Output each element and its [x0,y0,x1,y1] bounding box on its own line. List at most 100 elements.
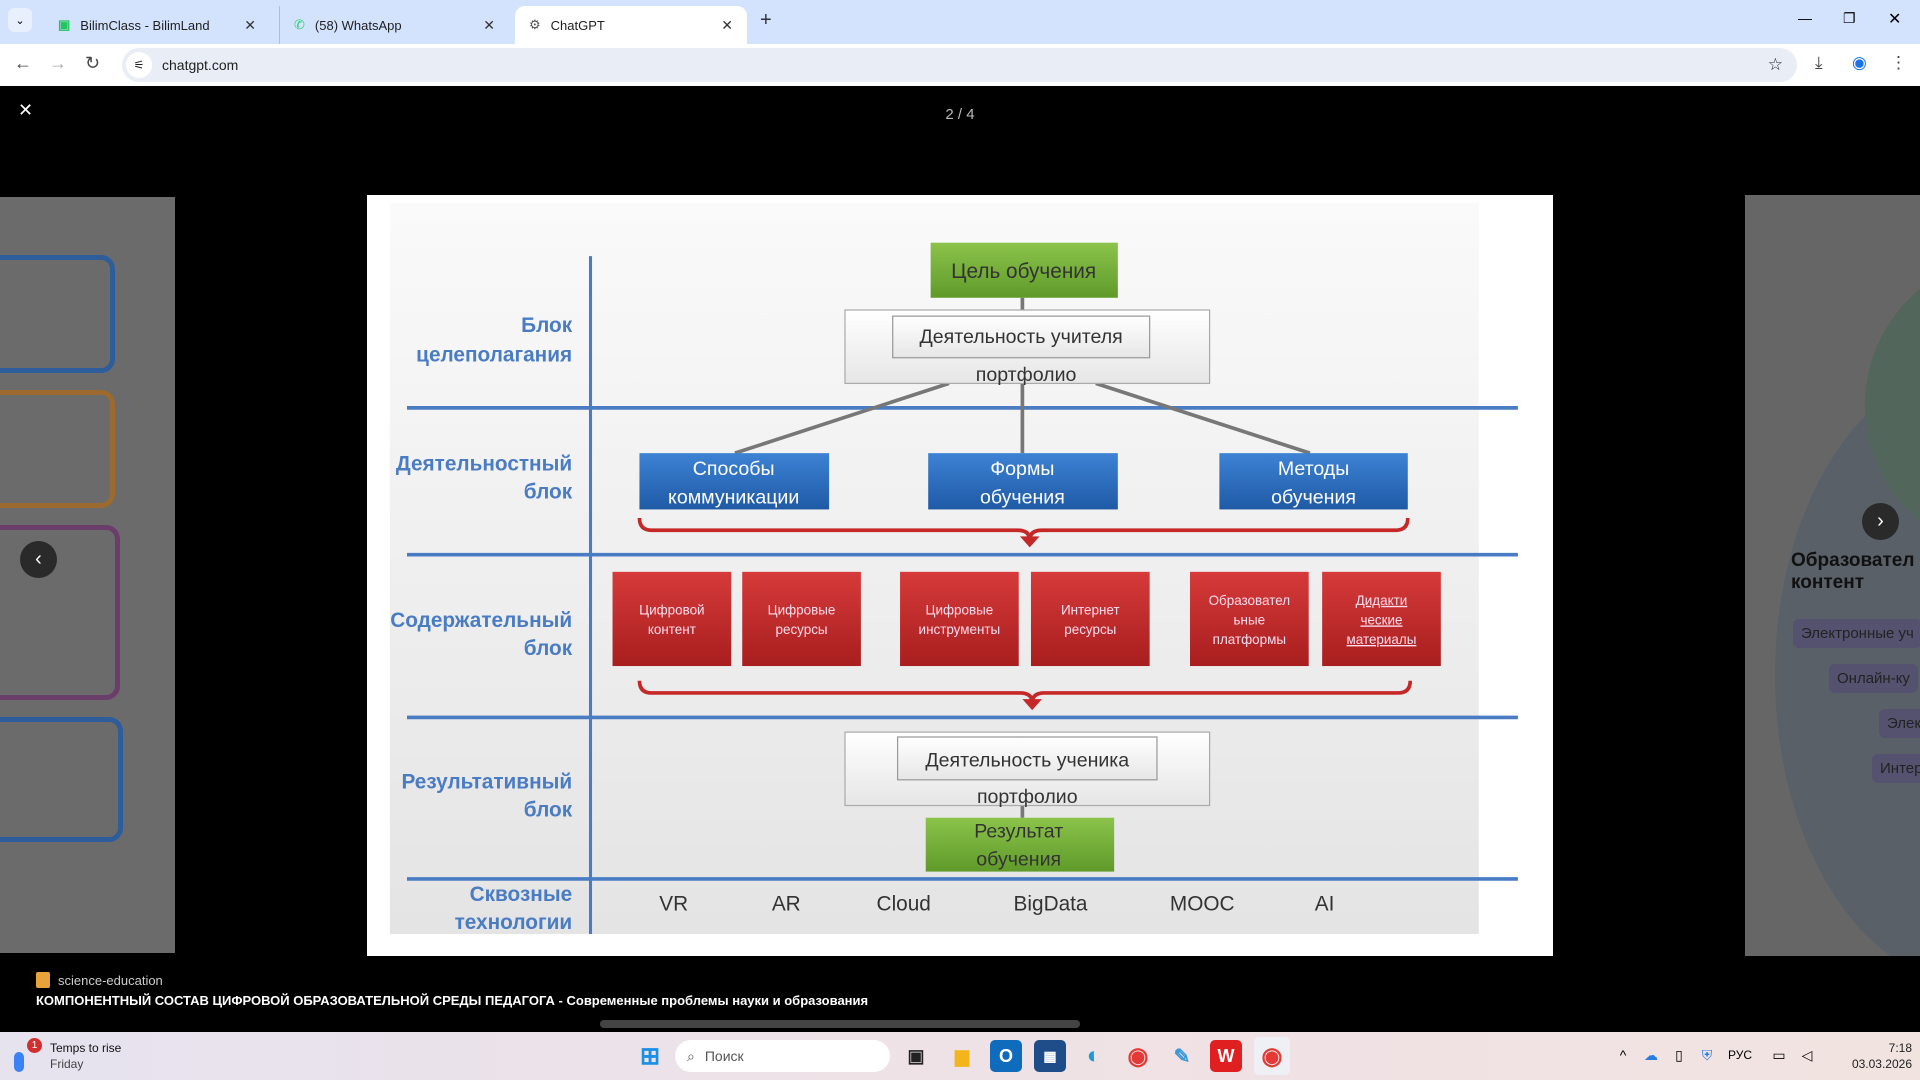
connector-lines [734,297,1311,818]
date: 03.03.2026 [1851,1057,1912,1071]
block-labels: Блок целеполагания Деятельностный блок С… [390,314,573,934]
tab-strip: ⌄ ▣ BilimClass - BilimLand ✕ ✆ (58) What… [0,0,1920,44]
previous-image[interactable] [0,197,175,953]
content-box [1030,571,1150,667]
content-boxes: ЦифровойконтентЦифровыересурсыЦифровыеин… [612,571,1441,667]
technology-label: Cloud [877,893,931,916]
technology-label: BigData [1014,893,1088,916]
activity-boxes: Способы коммуникации Формы обучения Мето… [639,453,1408,510]
teacher-text: Деятельность учителя [920,326,1123,348]
search-icon: ⌕ [687,1047,695,1064]
content-text: ьные [1234,612,1266,627]
source-name: science-education [58,972,163,988]
minimize-button[interactable]: — [1798,10,1812,26]
next-image-button[interactable]: › [1862,503,1899,540]
profile-icon[interactable]: ◉ [1852,53,1867,72]
activity-text: коммуникации [668,486,799,508]
chrome-icon[interactable]: ◉ [1127,1042,1149,1070]
search-box[interactable]: ⌕ Поиск [675,1040,890,1072]
reload-button[interactable]: ↻ [85,53,101,73]
image-caption-link[interactable]: КОМПОНЕНТНЫЙ СОСТАВ ЦИФРОВОЙ ОБРАЗОВАТЕЛ… [36,993,869,1008]
next-slide-chip: Элек [1879,709,1920,738]
next-image[interactable]: Образовател контент Электронные уч Онлай… [1745,195,1920,956]
content-text: платформы [1213,632,1286,647]
tab-title: (58) WhatsApp [314,17,402,33]
forward-button[interactable]: → [49,53,67,73]
image-source[interactable]: science-education [36,972,163,988]
previous-image-button[interactable]: ‹ [20,541,57,578]
tab-chatgpt[interactable]: ⚙ ChatGPT ✕ [515,6,747,44]
site-info-icon[interactable]: ⚟ [126,52,152,78]
content-text: контент [648,622,696,637]
outlook-icon[interactable]: O [990,1040,1022,1072]
next-slide-heading: контент [1791,572,1864,593]
paint-icon[interactable]: ✎ [1173,1045,1191,1068]
block-label: Сквозные [470,883,573,906]
activity-text: обучения [980,486,1065,508]
block-label: блок [524,480,573,503]
task-view-icon[interactable]: ▣ [907,1045,925,1066]
content-box [742,571,861,667]
content-text: Интернет [1061,603,1120,618]
usb-icon[interactable]: ▯ [1675,1047,1683,1063]
block-label: целеполагания [416,343,572,366]
tray-overflow-icon[interactable]: ^ [1619,1047,1627,1063]
address-bar[interactable]: ⚟ chatgpt.com ☆ [122,48,1797,82]
bookmark-star-icon[interactable]: ☆ [1767,55,1783,74]
block-dividers [406,406,1518,881]
content-text: Цифровые [926,603,994,618]
tab-title: BilimClass - BilimLand [80,17,210,33]
clock[interactable]: 7:18 03.03.2026 [1830,1040,1912,1072]
weather-title: Temps to rise [50,1041,122,1055]
url-text: chatgpt.com [162,57,239,73]
close-viewer-button[interactable]: ✕ [18,100,34,120]
close-tab-icon[interactable]: ✕ [244,16,256,33]
menu-icon[interactable]: ⋮ [1890,53,1907,72]
tab-whatsapp[interactable]: ✆ (58) WhatsApp ✕ [279,6,509,44]
start-button[interactable]: ⊞ [639,1042,661,1070]
block-label: Результативный [401,770,572,793]
volume-icon[interactable]: ◁ [1801,1047,1813,1063]
technology-label: AI [1315,893,1335,916]
content-text: ресурсы [1064,622,1116,637]
main-image: Блок целеполагания Деятельностный блок С… [367,195,1553,956]
close-tab-icon[interactable]: ✕ [483,16,495,33]
content-text: Образовател [1209,593,1290,608]
chatgpt-icon: ⚙ [529,17,541,32]
defender-icon[interactable]: ⛨ [1701,1047,1713,1063]
tab-search-dropdown[interactable]: ⌄ [8,8,32,32]
close-tab-icon[interactable]: ✕ [721,16,733,33]
block-label: технологии [455,911,573,934]
store-icon[interactable]: ▦ [1034,1040,1066,1072]
network-icon[interactable]: ▭ [1772,1047,1786,1063]
brace-arrow [1022,699,1042,711]
next-slide-chip: Электронные уч [1793,619,1920,648]
brace-arrow [1019,536,1040,548]
new-tab-button[interactable]: + [760,9,772,31]
activity-text: Формы [990,458,1054,480]
activity-text: Методы [1278,458,1349,480]
restore-button[interactable]: ❐ [1843,10,1856,26]
chrome-active-icon[interactable]: ◉ [1254,1037,1290,1075]
content-text: Цифровые [768,603,836,618]
activity-text: Способы [693,458,775,480]
portfolio-text: портфолио [976,364,1077,386]
tab-bilimland[interactable]: ▣ BilimClass - BilimLand ✕ [44,6,270,44]
close-window-button[interactable]: ✕ [1888,11,1902,28]
teacher-inner-box [892,315,1151,359]
language-indicator[interactable]: РУС [1728,1048,1753,1062]
block-label: блок [524,637,573,660]
download-icon[interactable]: ⤓ [1815,53,1823,72]
tab-title: ChatGPT [550,17,605,33]
cloud-icon[interactable]: ☁ [1644,1047,1658,1063]
toolbar: ← → ↻ ⚟ chatgpt.com ☆ ⤓ ◉ ⋮ [0,44,1920,86]
file-explorer-icon[interactable]: ▆ [955,1045,969,1066]
wps-office-icon[interactable]: W [1210,1040,1242,1072]
horizontal-scrollbar[interactable] [600,1020,1080,1028]
back-button[interactable]: ← [14,53,32,73]
technologies: VR AR Cloud BigData MOOC AI [659,893,1334,916]
edge-icon[interactable]: ◐ [1086,1042,1102,1069]
content-text: инструменты [919,622,1001,637]
thermometer-icon [14,1052,24,1072]
weather-widget[interactable]: 1 Temps to rise Friday [14,1038,144,1074]
